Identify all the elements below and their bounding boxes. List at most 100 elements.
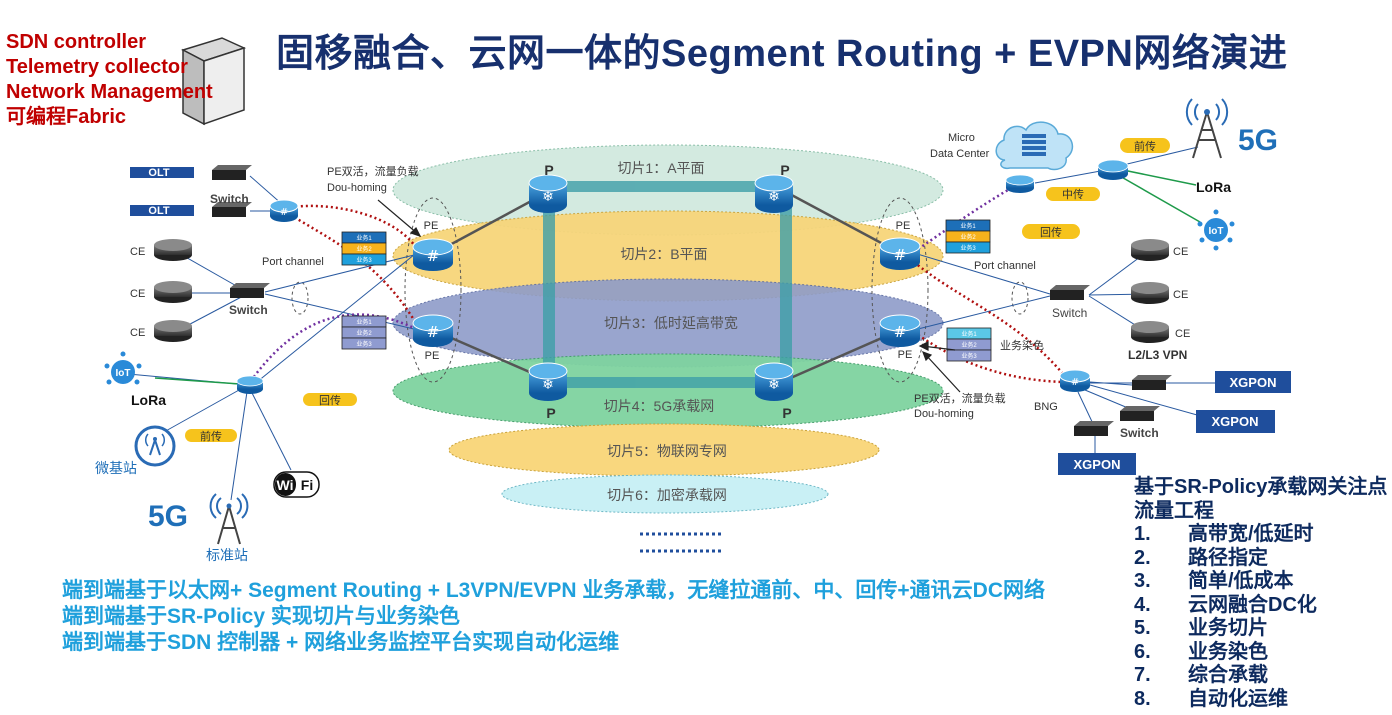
focus-item-text: 云网融合DC化 <box>1188 593 1317 616</box>
focus-item-num: 6. <box>1134 640 1151 663</box>
slice-layers <box>392 144 944 514</box>
pe-group-rings <box>291 197 1029 383</box>
focus-title: 基于SR-Policy承载网关注点 <box>1134 476 1388 498</box>
summary-line: 端到端基于SR-Policy 实现切片与业务染色 <box>62 605 460 628</box>
l2l3vpn-label: L2/L3 VPN <box>1128 348 1187 362</box>
svg-text:业务2: 业务2 <box>961 341 977 349</box>
svg-text:业务2: 业务2 <box>960 233 976 241</box>
iot-icon: IoT IoT <box>104 209 1235 385</box>
slice-4-label: 切片4：5G承载网 <box>604 398 714 414</box>
micro-dc-label: Data Center <box>930 148 990 160</box>
pe-router-icon: # # # # # # <box>269 199 1091 392</box>
more-slices-dots <box>640 532 722 553</box>
port-channel-label: Port channel <box>974 260 1036 272</box>
pe-label: PE <box>898 349 913 361</box>
sdn-line: Telemetry collector <box>6 56 188 78</box>
summary-text: 端到端基于以太网+ Segment Routing + L3VPN/EVPN 业… <box>62 578 1045 656</box>
slice-1-label: 切片1：A平面 <box>617 160 704 176</box>
lora-label: LoRa <box>131 392 166 408</box>
cloud-icon <box>995 121 1074 171</box>
slice-6-ellipse <box>501 474 829 514</box>
sdn-line: 可编程Fabric <box>6 106 127 128</box>
slice-5-label: 切片5：物联网专网 <box>607 443 727 459</box>
sdn-line: SDN controller <box>6 31 147 53</box>
midhaul-pill: 中传 <box>1062 188 1084 201</box>
switch-label: Switch <box>229 303 268 317</box>
svg-text:#: # <box>280 207 288 218</box>
focus-item-text: 业务染色 <box>1188 640 1268 663</box>
svg-text:❄: ❄ <box>768 377 780 393</box>
ce-label: CE <box>130 246 145 258</box>
micro-dc-label: Micro <box>948 132 975 144</box>
ce-label: CE <box>1173 246 1188 258</box>
svg-text:业务3: 业务3 <box>356 256 372 264</box>
sdn-controller-list: SDN controller Telemetry collector Netwo… <box>6 30 213 130</box>
haul-pills: 前传 中传 回传 回传 前传 <box>185 138 1170 443</box>
p-label: P <box>782 405 791 421</box>
callout-arrows <box>377 199 961 393</box>
svg-text:业务2: 业务2 <box>356 245 372 253</box>
focus-item: 2.路径指定 <box>1134 547 1387 571</box>
slice-2-label: 切片2：B平面 <box>620 246 707 262</box>
pe-dual-homing-label: PE双活，流量负载 <box>327 164 419 178</box>
summary-line: 端到端基于以太网+ Segment Routing + L3VPN/EVPN 业… <box>62 579 1045 602</box>
focus-item-num: 3. <box>1134 570 1151 592</box>
switch-labels: Switch Switch Switch Switch <box>210 192 1159 440</box>
ce-label: CE <box>1173 289 1188 301</box>
focus-item-text: 路径指定 <box>1188 546 1268 569</box>
svg-text:业务1: 业务1 <box>356 318 372 326</box>
pe-label: PE <box>425 350 440 362</box>
micro-station-icon <box>134 425 176 467</box>
xgpon-label: XGPON <box>1074 457 1121 472</box>
xgpon-label: XGPON <box>1230 375 1277 390</box>
focus-subtitle: 流量工程 <box>1134 499 1214 522</box>
switch-icon <box>212 165 1172 436</box>
svg-text:IoT: IoT <box>1209 226 1224 237</box>
ce-label: CE <box>130 327 145 339</box>
bng-label: BNG <box>1034 401 1058 413</box>
svg-text:#: # <box>427 247 440 265</box>
five-g-label: 5G <box>148 500 188 533</box>
svg-text:业务2: 业务2 <box>356 329 372 337</box>
pe-labels: PE PE PE PE <box>424 220 913 362</box>
access-links <box>117 146 1216 501</box>
svg-text:业务3: 业务3 <box>961 352 977 360</box>
svg-text:Wi: Wi <box>277 477 294 493</box>
focus-item-num: 5. <box>1134 617 1151 639</box>
ce-router-icon <box>154 239 1169 343</box>
page-title: 固移融合、云网一体的Segment Routing + EVPN网络演进 <box>276 33 1288 75</box>
focus-item-num: 4. <box>1134 593 1151 616</box>
ce-label: CE <box>1175 328 1190 340</box>
pe-dual-homing-label: PE双活，流量负载 <box>914 391 1006 405</box>
wifi-icon: Wi Fi <box>273 471 320 498</box>
svg-text:❄: ❄ <box>542 377 554 393</box>
pe-dual-homing-label: Dou-homing <box>327 182 387 194</box>
backhaul-pill: 回传 <box>1040 226 1062 239</box>
sr-policy-focus-list: 基于SR-Policy承载网关注点 流量工程 1.高带宽/低延时 2.路径指定 … <box>1134 476 1387 711</box>
xgpon-label: XGPON <box>1212 414 1259 429</box>
p-label: P <box>780 162 789 178</box>
focus-item-num: 7. <box>1134 664 1151 686</box>
pe-label: PE <box>896 220 911 232</box>
svg-text:Fi: Fi <box>301 477 313 493</box>
focus-item: 1.高带宽/低延时 <box>1134 523 1387 547</box>
green-links <box>154 169 1201 385</box>
svg-text:IoT: IoT <box>116 368 131 379</box>
svg-text:#: # <box>1071 377 1079 388</box>
p-label: P <box>544 162 553 178</box>
pe-dual-homing-label: Dou-homing <box>914 408 974 420</box>
svg-text:业务3: 业务3 <box>356 340 372 348</box>
micro-station-label: 微基站 <box>95 460 137 476</box>
slice-5-ellipse <box>448 423 880 477</box>
misc-labels: CE CE CE CE CE CE Port channel Port chan… <box>130 132 1190 420</box>
focus-item-text: 业务切片 <box>1188 617 1268 639</box>
service-stack-left-top: 业务1 业务2 业务3 <box>341 231 387 266</box>
service-stack-left-bottom: 业务1 业务2 业务3 <box>341 315 387 350</box>
router-icon <box>236 159 1129 394</box>
five-g-label: 5G <box>1238 124 1278 157</box>
service-stack-right-top: 业务1 业务2 业务3 <box>945 219 991 254</box>
olt-label: OLT <box>148 167 169 179</box>
svg-text:#: # <box>894 246 907 264</box>
focus-item: 3.简单/低成本 <box>1134 570 1387 594</box>
backhaul-pill: 回传 <box>319 394 341 407</box>
